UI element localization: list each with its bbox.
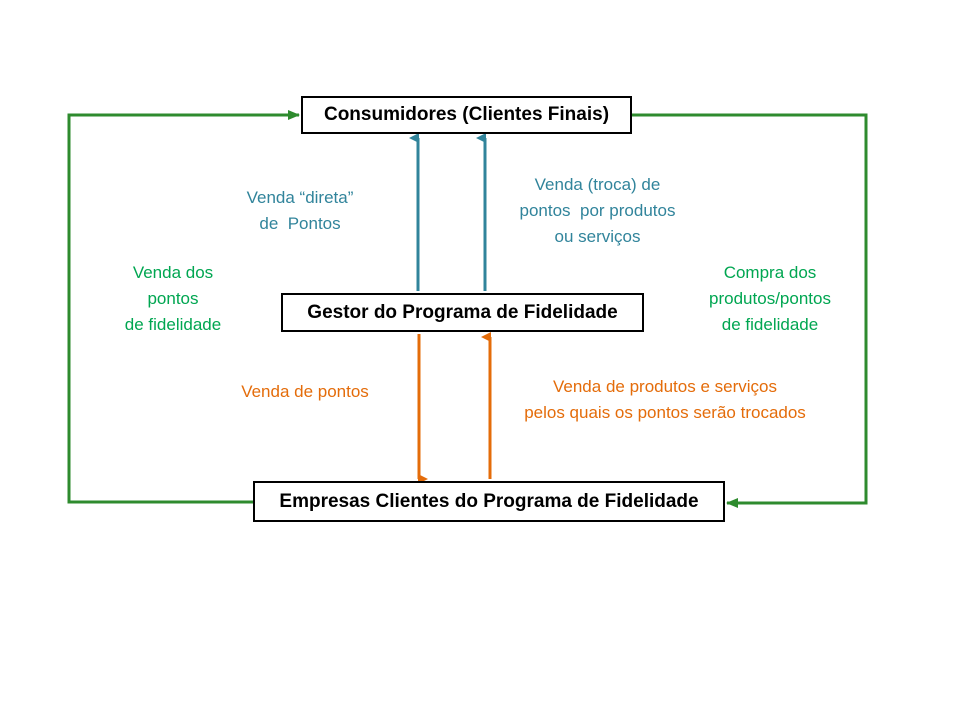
label-line: pelos quais os pontos serão trocados: [524, 403, 806, 422]
label-line: pontos por produtos: [519, 201, 676, 220]
label-venda-dos-pontos: Venda dos pontos de fidelidade: [103, 260, 243, 338]
label-compra-dos: Compra dos produtos/pontos de fidelidade: [680, 260, 860, 338]
label-line: ou serviços: [554, 227, 641, 246]
label-line: de fidelidade: [721, 315, 819, 334]
label-line: de fidelidade: [124, 315, 222, 334]
label-line: pontos: [147, 289, 199, 308]
label-venda-produtos: Venda de produtos e serviços pelos quais…: [490, 374, 840, 426]
node-consumidores: Consumidores (Clientes Finais): [301, 96, 632, 134]
label-line: Compra dos: [723, 263, 817, 282]
node-gestor-label: Gestor do Programa de Fidelidade: [307, 301, 618, 323]
label-line: Venda (troca) de: [534, 175, 661, 194]
edge-green-right: [632, 113, 868, 508]
label-line: Venda “direta”: [246, 188, 354, 207]
label-line: Venda de pontos: [241, 382, 369, 401]
edge-green-left: [67, 110, 300, 504]
label-line: de Pontos: [259, 214, 341, 233]
label-line: Venda de produtos e serviços: [553, 377, 777, 396]
node-empresas-label: Empresas Clientes do Programa de Fidelid…: [279, 490, 699, 512]
label-venda-direta: Venda “direta” de Pontos: [220, 185, 380, 237]
label-line: produtos/pontos: [709, 289, 831, 308]
node-gestor: Gestor do Programa de Fidelidade: [281, 293, 644, 332]
node-consumidores-label: Consumidores (Clientes Finais): [323, 104, 610, 125]
label-line: Venda dos: [132, 263, 214, 282]
node-empresas: Empresas Clientes do Programa de Fidelid…: [253, 481, 725, 522]
label-venda-de-pontos: Venda de pontos: [215, 379, 395, 405]
label-venda-troca: Venda (troca) de pontos por produtos ou …: [490, 172, 705, 250]
